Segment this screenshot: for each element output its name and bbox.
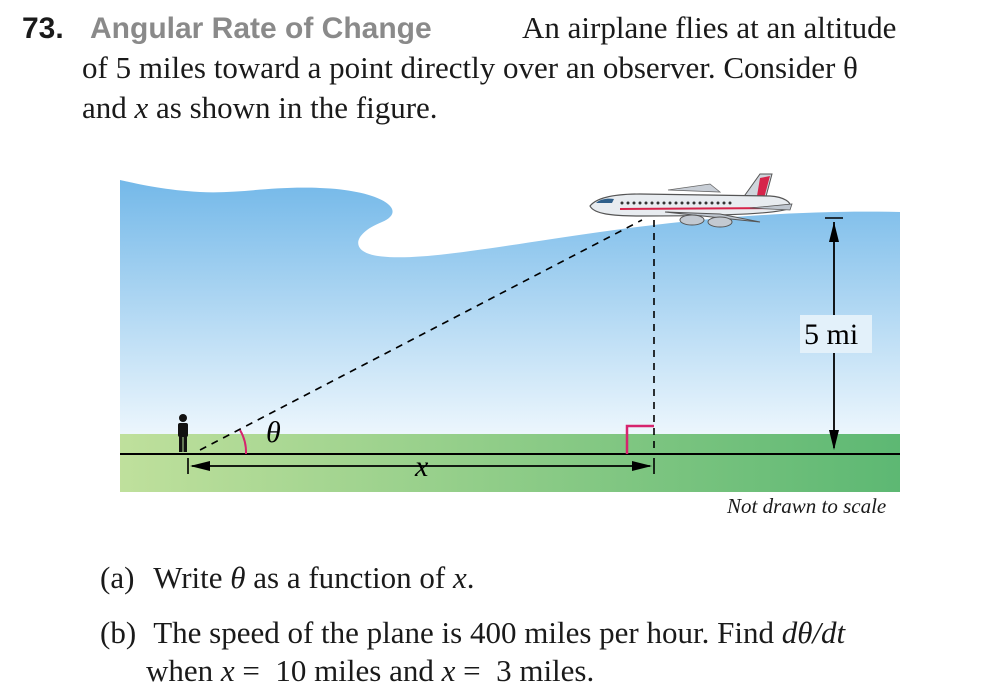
- part-a-x: x: [452, 560, 467, 595]
- part-b-eq1: = 10 miles and: [242, 653, 434, 688]
- part-b-x1: x: [220, 653, 235, 688]
- airplane-icon: [589, 173, 793, 228]
- observer-icon: [178, 414, 188, 452]
- part-a-mid: as a function of: [253, 560, 446, 595]
- part-a-label: (a): [100, 560, 135, 595]
- problem-title: Angular Rate of Change: [90, 12, 432, 45]
- part-b-label: (b): [100, 615, 137, 650]
- part-a-pre: Write: [153, 560, 223, 595]
- cloud-swoosh: [120, 170, 900, 258]
- part-b-line2: when x = 10 miles and x = 3 miles.: [146, 653, 594, 689]
- statement-line-1: An airplane flies at an altitude: [522, 10, 897, 45]
- statement-x: x: [134, 90, 149, 125]
- problem-number: 73.: [22, 12, 64, 45]
- part-b-line1: The speed of the plane is 400 miles per …: [153, 615, 774, 650]
- ground: [120, 434, 900, 492]
- right-angle-mark: [625, 424, 654, 454]
- figure-caption: Not drawn to scale: [727, 494, 887, 518]
- angle-arc: [239, 429, 248, 455]
- statement-line-2: of 5 miles toward a point directly over …: [82, 50, 858, 85]
- part-b-eq2: = 3 miles.: [463, 653, 595, 688]
- statement-rest: as shown in the figure.: [156, 90, 438, 125]
- part-b-derivative: dθ/dt: [781, 615, 846, 650]
- altitude-label: 5 mi: [804, 318, 858, 351]
- part-a-end: .: [466, 560, 475, 595]
- part-b-when: when: [146, 653, 214, 688]
- line-of-sight: [199, 219, 643, 451]
- statement-and: and: [82, 90, 127, 125]
- part-b-x2: x: [441, 653, 456, 688]
- part-a-theta: θ: [230, 560, 246, 595]
- part-b: (b) The speed of the plane is 400 miles …: [100, 615, 845, 651]
- part-a: (a) Write θ as a function of x.: [100, 560, 475, 596]
- distance-label: x: [414, 450, 429, 483]
- angle-label: θ: [266, 416, 281, 449]
- statement-line-3: and x as shown in the figure.: [82, 90, 438, 126]
- airplane-figure: θ x 5 mi: [120, 170, 900, 492]
